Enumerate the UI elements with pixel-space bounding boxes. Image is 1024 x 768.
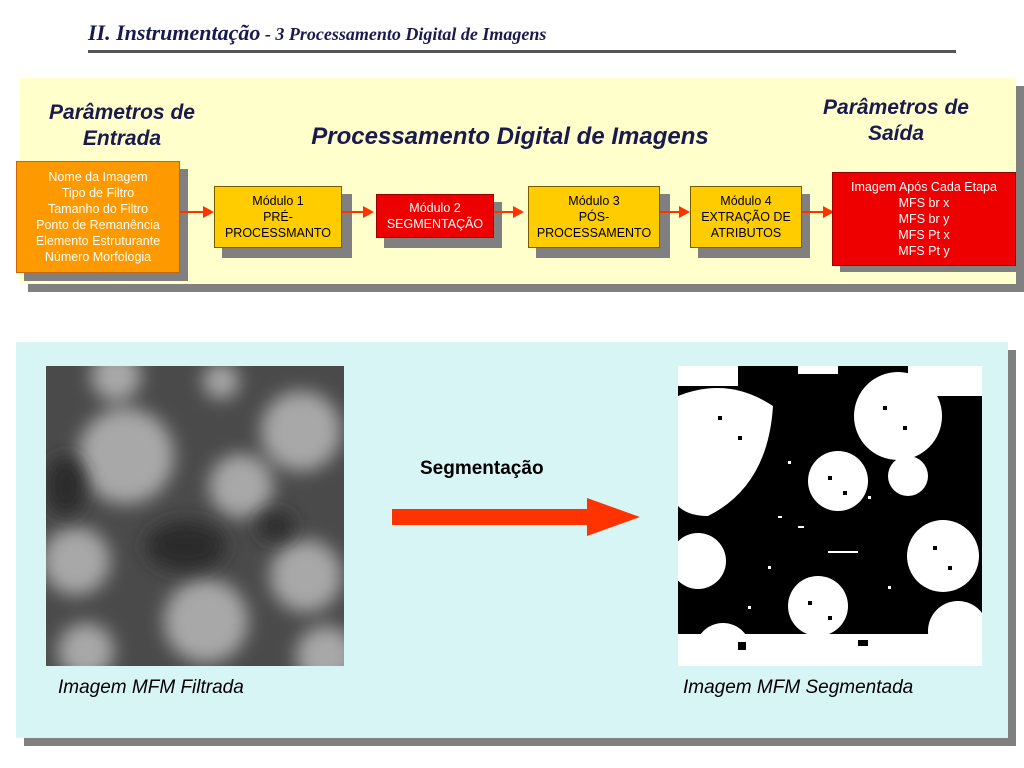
filtered-mfm-image [46,366,344,666]
flow-arrow-head [363,206,374,218]
output-item: MFS br y [898,212,950,226]
input-heading-line2: Entrada [82,127,162,150]
segmentation-label: Segmentação [420,458,544,479]
module-4-line: EXTRAÇÃO DE [701,210,791,224]
segmentation-arrow [392,498,642,543]
module-2-title: Módulo 2 [409,201,461,215]
input-item: Nome da Imagem [48,170,148,184]
module-1-box: Módulo 1 PRÉ- PROCESSMANTO [214,186,342,248]
input-item: Ponto de Remanência [36,218,160,232]
input-heading-line1: Parâmetros de [49,101,195,124]
flow-arrow-line [342,211,364,213]
module-4-line: ATRIBUTOS [710,226,782,240]
module-2-box: Módulo 2 SEGMENTAÇÃO [376,194,494,238]
segmented-mfm-image [678,366,982,666]
output-heading-line2: Saída [867,122,925,145]
slide-title-sub: - 3 Processamento Digital de Imagens [260,24,547,44]
segmented-image-caption: Imagem MFM Segmentada [683,677,914,698]
flow-arrow-head [679,206,690,218]
input-item: Elemento Estruturante [35,234,161,248]
input-parameters-heading: Parâmetros de Entrada [22,100,222,152]
module-1-line: PRÉ- [263,210,293,224]
output-item: Imagem Após Cada Etapa [851,180,997,194]
input-item: Tipo de Filtro [61,186,135,200]
module-4-title: Módulo 4 [720,194,772,208]
flow-arrow-line [494,211,514,213]
output-item: MFS Pt x [898,228,950,242]
output-parameters-box: Imagem Após Cada Etapa MFS br x MFS br y… [832,172,1016,266]
module-4-box: Módulo 4 EXTRAÇÃO DE ATRIBUTOS [690,186,802,248]
output-parameters-heading: Parâmetros de Saída [798,95,994,147]
flow-arrow-head [203,206,214,218]
flow-arrow-head [513,206,524,218]
output-heading-line1: Parâmetros de [823,96,969,119]
module-3-line: PROCESSAMENTO [536,226,652,240]
title-divider [88,50,956,53]
slide-title: II. Instrumentação - 3 Processamento Dig… [88,20,546,46]
input-parameters-box: Nome da Imagem Tipo de Filtro Tamanho do… [16,161,180,273]
filtered-image-caption: Imagem MFM Filtrada [58,677,244,698]
input-item: Número Morfologia [44,250,152,264]
module-2-line: SEGMENTAÇÃO [386,217,484,231]
process-heading: Processamento Digital de Imagens [311,123,709,150]
input-item: Tamanho do Filtro [47,202,149,216]
module-1-title: Módulo 1 [252,194,304,208]
slide-title-main: II. Instrumentação [88,20,261,45]
flow-arrow-line [660,211,680,213]
output-item: MFS Pt y [898,244,950,258]
flow-arrow-line [802,211,824,213]
module-3-line: PÓS- [578,210,610,224]
module-3-title: Módulo 3 [568,194,620,208]
module-3-box: Módulo 3 PÓS- PROCESSAMENTO [528,186,660,248]
flow-arrow-line [180,211,204,213]
module-1-line: PROCESSMANTO [224,226,332,240]
flow-arrow-head [823,206,834,218]
output-item: MFS br x [898,196,950,210]
